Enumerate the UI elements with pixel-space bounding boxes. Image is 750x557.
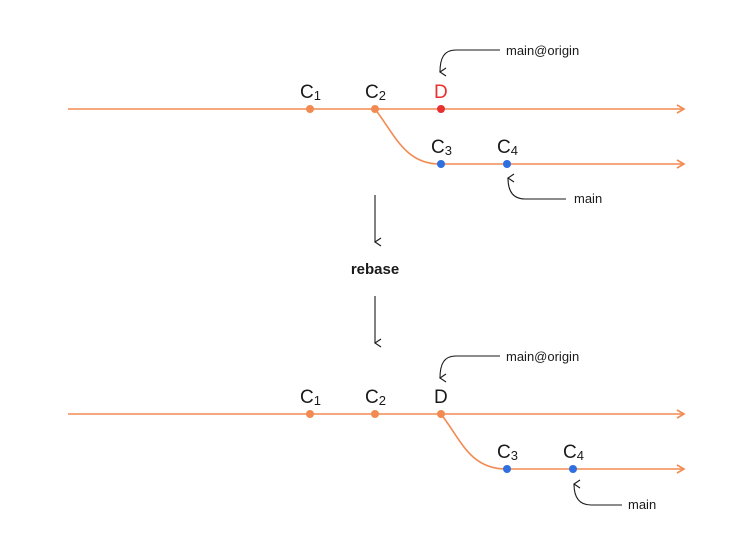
after-commit-c3-label: C3 bbox=[497, 442, 518, 463]
after-commit-c1-dot bbox=[306, 410, 314, 418]
after-commit-c4-dot bbox=[569, 465, 577, 473]
before-remote-ref-label: main@origin bbox=[506, 43, 579, 58]
before-commit-c2-dot bbox=[371, 105, 379, 113]
after-commit-c4-label: C4 bbox=[563, 442, 584, 463]
after-commit-d-dot bbox=[437, 410, 445, 418]
before-commit-d-label: D bbox=[434, 82, 448, 103]
before-commit-c1-label: C1 bbox=[300, 82, 321, 103]
after-remote-ref-arrow bbox=[439, 355, 500, 383]
before-local-ref-arrow bbox=[507, 173, 566, 200]
before-commit-d-dot bbox=[437, 105, 445, 113]
before-graph: C1 C2 D C3 C4 main@origin main bbox=[68, 43, 686, 206]
after-local-ref-arrow bbox=[573, 479, 622, 506]
after-commit-c2-label: C2 bbox=[365, 387, 386, 408]
after-commit-c1-label: C1 bbox=[300, 387, 321, 408]
before-commit-c1-dot bbox=[306, 105, 314, 113]
after-graph: C1 C2 D C3 C4 main@origin main bbox=[68, 349, 686, 512]
after-commit-d-label: D bbox=[434, 387, 448, 408]
after-remote-ref-label: main@origin bbox=[506, 349, 579, 364]
after-commit-c2-dot bbox=[371, 410, 379, 418]
before-commit-c2-label: C2 bbox=[365, 82, 386, 103]
after-commit-c3-dot bbox=[503, 465, 511, 473]
before-commit-c3-label: C3 bbox=[431, 137, 452, 158]
before-local-ref-label: main bbox=[574, 191, 602, 206]
before-remote-ref-arrow bbox=[439, 49, 500, 77]
rebase-label: rebase bbox=[351, 261, 399, 278]
after-local-ref-label: main bbox=[628, 497, 656, 512]
before-commit-c4-dot bbox=[503, 160, 511, 168]
rebase-transition: rebase bbox=[351, 195, 399, 348]
before-commit-c3-dot bbox=[437, 160, 445, 168]
before-feature-branch-line bbox=[374, 108, 686, 169]
before-commit-c4-label: C4 bbox=[497, 137, 518, 158]
